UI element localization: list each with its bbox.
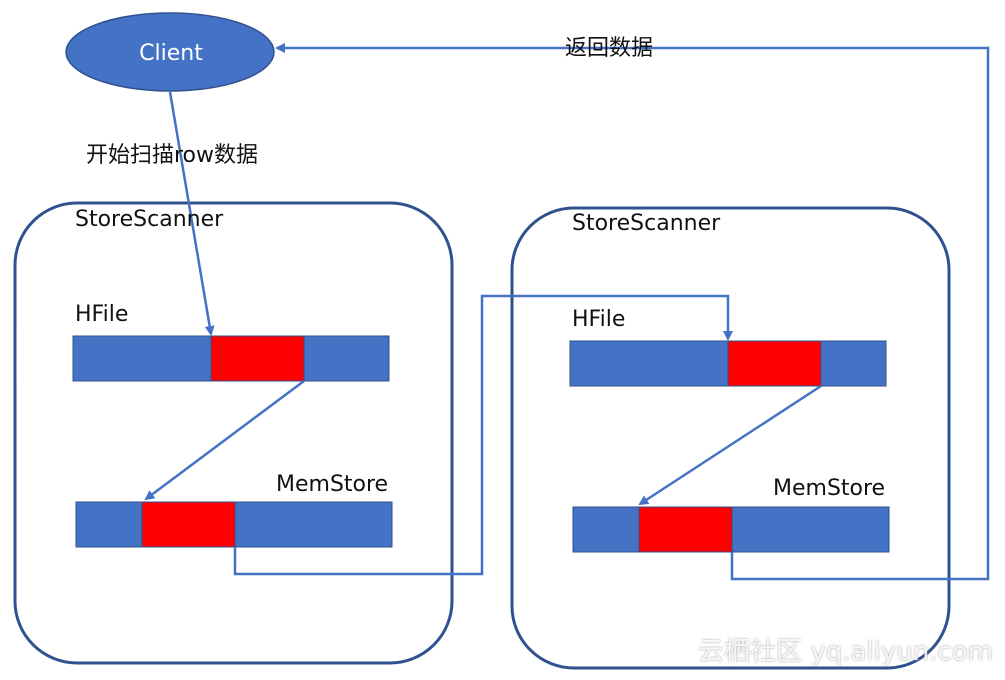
- watermark: 云栖社区 yq.aliyun.com: [698, 637, 993, 667]
- hfile-current-cell-left: [210, 335, 305, 382]
- memstore-label-left: MemStore: [276, 472, 389, 497]
- memstore-bar-right: [572, 506, 890, 553]
- store-scanner-title-left: StoreScanner: [75, 207, 224, 232]
- memstore-current-cell-right: [638, 506, 733, 553]
- store-scanner-title-right: StoreScanner: [572, 211, 721, 236]
- memstore-current-cell-left: [141, 501, 236, 548]
- arrow-memstore-left-to-hfile-right: [233, 294, 733, 576]
- hfile-label-right: HFile: [572, 307, 626, 332]
- arrow-hfile-to-memstore-left: [144, 379, 305, 501]
- hfile-label-left: HFile: [75, 302, 129, 327]
- store-scanner-box-right: [510, 206, 951, 670]
- memstore-label-right: MemStore: [773, 476, 886, 501]
- client-node: [65, 12, 275, 92]
- return-data-label: 返回数据: [565, 36, 654, 61]
- hfile-bar-right: [569, 340, 887, 387]
- hfile-current-cell-right: [727, 340, 822, 387]
- hfile-bar-left: [72, 335, 390, 382]
- arrow-hfile-to-memstore-right: [638, 384, 822, 506]
- client-label: Client: [139, 40, 203, 66]
- arrow-return-to-client: [275, 43, 990, 581]
- start-scan-label: 开始扫描row数据: [86, 143, 259, 168]
- memstore-bar-left: [75, 501, 393, 548]
- arrow-client-to-hfile-left: [168, 91, 215, 336]
- store-scanner-box-left: [13, 201, 454, 665]
